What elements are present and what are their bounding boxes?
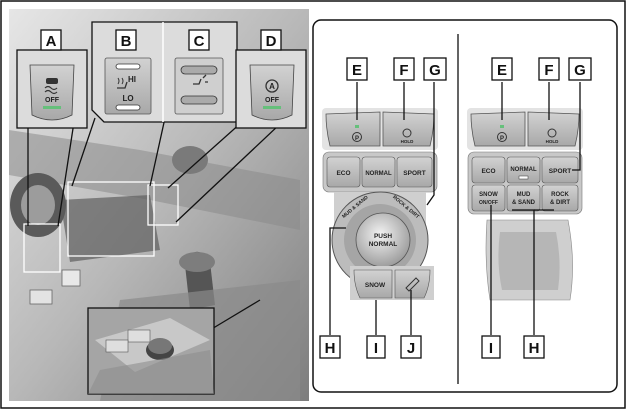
rock-text-1: ROCK xyxy=(551,192,569,198)
svg-text:I: I xyxy=(374,340,378,357)
callout-f-1: F xyxy=(393,57,415,81)
auto-off-text: OFF xyxy=(265,97,280,104)
variant-1: P HOLD ECO NORMAL SPORT MUD & SAND ROC xyxy=(322,108,438,300)
trac-off-text: OFF xyxy=(45,97,60,104)
svg-text:P: P xyxy=(355,136,359,142)
heat-hi-text: HI xyxy=(128,75,136,84)
svg-text:E: E xyxy=(352,62,362,79)
seat-heat-icon xyxy=(117,77,124,85)
auto-stop-icon xyxy=(265,79,279,93)
normal-text: NORMAL xyxy=(365,171,392,177)
svg-text:C: C xyxy=(194,33,205,50)
parking-brake-icon-2 xyxy=(497,132,507,142)
variant-1-leaders xyxy=(329,82,435,335)
callout-f-2: F xyxy=(538,57,560,81)
normal-dial-text: NORMAL xyxy=(369,241,398,248)
svg-text:F: F xyxy=(399,62,408,79)
callout-h-2: H xyxy=(523,335,545,359)
callout-a: A xyxy=(40,29,62,51)
svg-text:P: P xyxy=(500,136,504,142)
parking-brake-icon xyxy=(352,132,362,142)
parking-brake-switch[interactable]: P xyxy=(325,111,381,147)
zoom-inset xyxy=(87,307,215,395)
callout-h-1: H xyxy=(319,335,341,359)
snow-onoff-button[interactable]: SNOW ON/OFF xyxy=(471,184,506,212)
callout-b: B xyxy=(115,29,137,51)
eco-mode-button[interactable]: ECO xyxy=(326,156,361,188)
hold-text: HOLD xyxy=(401,139,414,144)
highlight-box-a xyxy=(23,223,61,273)
highlight-box-bc xyxy=(67,181,155,257)
callout-i-2: I xyxy=(481,335,501,359)
seat-vent-icon xyxy=(193,74,208,85)
brake-hold-switch-2[interactable]: HOLD xyxy=(527,111,580,147)
eco-mode-button-2[interactable]: ECO xyxy=(471,156,506,184)
eco-text: ECO xyxy=(336,170,350,177)
eco-text-2: ECO xyxy=(481,168,495,175)
svg-text:D: D xyxy=(266,33,277,50)
brake-hold-switch[interactable]: HOLD xyxy=(382,111,435,147)
svg-text:G: G xyxy=(574,62,586,79)
sport-text: SPORT xyxy=(403,170,425,177)
parking-brake-switch-2[interactable]: P xyxy=(470,111,526,147)
callout-i-1: I xyxy=(366,335,386,359)
callout-d: D xyxy=(260,29,282,51)
seat-ventilator-switch[interactable] xyxy=(174,57,224,115)
push-text: PUSH xyxy=(374,233,392,240)
panel-a: OFF xyxy=(16,49,88,129)
mud-sand-button[interactable]: MUD & SAND xyxy=(506,184,541,212)
svg-text:G: G xyxy=(429,62,441,79)
highlight-box-d xyxy=(147,184,179,226)
svg-text:J: J xyxy=(407,340,415,357)
svg-text:F: F xyxy=(544,62,553,79)
callout-g-2: G xyxy=(568,57,592,81)
panel-d: A OFF xyxy=(235,49,307,129)
auto-indicator xyxy=(263,106,281,109)
sport-mode-button[interactable]: SPORT xyxy=(396,156,433,188)
camera-icon xyxy=(405,277,420,292)
rock-dirt-button[interactable]: ROCK & DIRT xyxy=(541,184,579,212)
mud-text-1: MUD xyxy=(517,192,531,198)
brake-hold-icon-2 xyxy=(547,128,557,138)
svg-text:A: A xyxy=(269,82,275,91)
mud-text-2: & SAND xyxy=(512,200,536,206)
hold-text-2: HOLD xyxy=(546,139,559,144)
snow-onoff-text-1: SNOW xyxy=(479,192,498,198)
variant-2-leaders xyxy=(490,82,581,335)
camera-button[interactable] xyxy=(394,269,431,299)
callout-e-2: E xyxy=(491,57,513,81)
snow-text: SNOW xyxy=(365,282,386,289)
svg-text:H: H xyxy=(325,340,336,357)
sport-text-2: SPORT xyxy=(549,168,571,175)
snow-mode-button[interactable]: SNOW xyxy=(353,269,393,299)
variant-2: P HOLD ECO NORMAL SPORT SNOW ON/OFF xyxy=(467,108,583,301)
tray-inner xyxy=(498,232,560,290)
brake-hold-icon xyxy=(402,128,412,138)
svg-text:A: A xyxy=(46,33,57,50)
car-skid-icon xyxy=(44,78,58,95)
trac-indicator xyxy=(43,106,61,109)
snow-onoff-text-2: ON/OFF xyxy=(479,200,498,206)
rock-text-2: & DIRT xyxy=(550,200,570,206)
normal-mode-button[interactable]: NORMAL xyxy=(361,156,396,188)
callout-j: J xyxy=(400,335,422,359)
seat-heater-switch[interactable]: HI LO xyxy=(104,57,152,115)
sport-mode-button-2[interactable]: SPORT xyxy=(541,156,579,184)
callout-c: C xyxy=(188,29,210,51)
svg-text:I: I xyxy=(489,340,493,357)
svg-text:B: B xyxy=(121,33,132,50)
callout-e-1: E xyxy=(346,57,368,81)
push-normal-knob[interactable] xyxy=(355,212,411,268)
normal-text-2: NORMAL xyxy=(510,167,537,173)
photo-leader-lines xyxy=(27,117,281,331)
svg-text:H: H xyxy=(529,340,540,357)
svg-text:E: E xyxy=(497,62,507,79)
normal-mode-button-2[interactable]: NORMAL xyxy=(506,156,541,184)
callout-g-1: G xyxy=(423,57,447,81)
heat-lo-text: LO xyxy=(122,94,133,103)
panel-bc: HI LO xyxy=(91,21,238,123)
